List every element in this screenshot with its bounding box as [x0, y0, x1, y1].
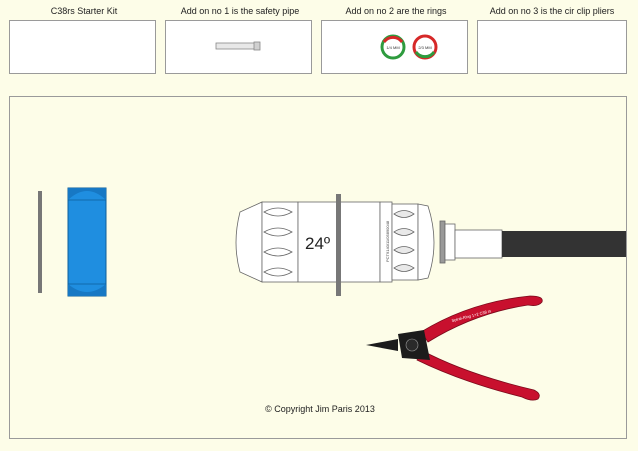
- ring-left-size: 1/4 MM: [386, 45, 399, 50]
- panel-rings: 1/4 MM 2/3 MM: [321, 20, 468, 74]
- ring-green-icon: [380, 34, 406, 60]
- rings-icon: 1/4 MM 2/3 MM: [380, 34, 438, 60]
- panel-safety-pipe: [165, 20, 312, 74]
- panel-label-starter-kit: C38rs Starter Kit: [50, 6, 118, 16]
- circlip-pliers-icon: [366, 295, 543, 401]
- blue-part: [67, 187, 107, 297]
- ring-right-size: 2/3 MM: [418, 45, 431, 50]
- ring-red-icon: [412, 34, 438, 60]
- cable: [502, 231, 626, 257]
- washer-center: [336, 194, 341, 296]
- angle-label: 24º: [305, 234, 330, 253]
- panel-label-safety-pipe: Add on no 1 is the safety pipe: [180, 6, 300, 16]
- panel-starter-kit: [9, 20, 156, 74]
- serial-label: PCT9140/11/05890048: [385, 220, 390, 262]
- device-body: [235, 201, 435, 283]
- safety-pipe-icon: [215, 41, 261, 51]
- washer-left: [38, 191, 42, 293]
- copyright-text: © Copyright Jim Paris 2013: [265, 404, 375, 414]
- panel-label-rings: Add on no 2 are the rings: [345, 6, 447, 16]
- connector: [439, 220, 503, 264]
- panel-label-pliers: Add on no 3 is the cir clip pliers: [489, 6, 615, 16]
- panel-pliers: [477, 20, 627, 74]
